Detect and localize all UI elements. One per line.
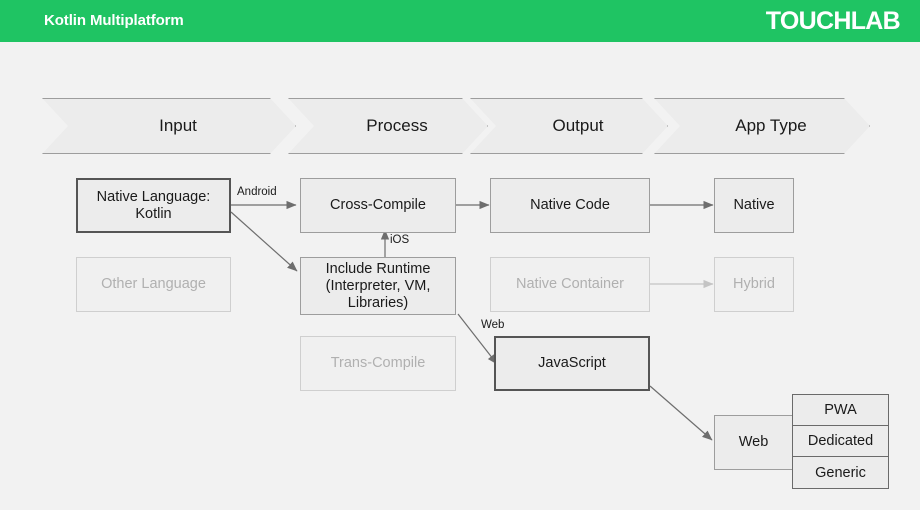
node-trans-compile-label: Trans-Compile	[330, 355, 426, 371]
edge-native-language-to-include-runtime	[230, 211, 298, 272]
node-hybrid-label: Hybrid	[733, 276, 775, 292]
page-title: Kotlin Multiplatform	[44, 12, 184, 29]
node-include-runtime[interactable]: Include Runtime (Interpreter, VM, Librar…	[300, 257, 456, 315]
edge-label-android: Android	[237, 186, 277, 198]
stage-label-output: Output	[552, 116, 604, 135]
node-native-code-label: Native Code	[530, 197, 610, 213]
stage-label-app-type: App Type	[735, 116, 807, 135]
stage-label-input: Input	[159, 116, 197, 135]
node-native-language-line2: Kotlin	[135, 205, 172, 222]
stage-label-process: Process	[366, 116, 428, 135]
node-other-language-label: Other Language	[101, 276, 206, 292]
node-native-container-label: Native Container	[516, 276, 624, 292]
web-variant-dedicated[interactable]: Dedicated	[793, 426, 888, 457]
node-include-runtime-line2: (Interpreter, VM,	[325, 277, 431, 294]
web-variant-pwa[interactable]: PWA	[793, 395, 888, 426]
stage-chevron-process: Process	[288, 98, 488, 154]
node-include-runtime-line3: Libraries)	[347, 294, 409, 311]
edge-label-web: Web	[481, 319, 505, 331]
app-header: Kotlin Multiplatform TOUCHLAB	[0, 0, 920, 42]
edge-label-ios: iOS	[390, 234, 410, 246]
web-variant-generic[interactable]: Generic	[815, 464, 866, 481]
stage-chevron-input: Input	[42, 98, 296, 154]
node-trans-compile[interactable]: Trans-Compile	[300, 336, 456, 391]
touchlab-logo: TOUCHLAB	[765, 7, 901, 35]
node-native-language-line1: Native Language:	[96, 188, 211, 205]
diagram-canvas: Input Process Output App Type Native Lan…	[0, 42, 920, 510]
node-other-language[interactable]: Other Language	[76, 257, 231, 312]
node-cross-compile-label: Cross-Compile	[330, 197, 426, 213]
node-native-container[interactable]: Native Container	[490, 257, 650, 312]
node-include-runtime-line1: Include Runtime	[325, 260, 431, 277]
node-native-label: Native	[733, 197, 775, 213]
node-native[interactable]: Native	[714, 178, 794, 233]
node-web[interactable]: Web	[714, 415, 793, 470]
node-cross-compile[interactable]: Cross-Compile	[300, 178, 456, 233]
stage-chevron-app-type: App Type	[654, 98, 870, 154]
node-javascript[interactable]: JavaScript	[494, 336, 650, 391]
edge-javascript-to-web	[649, 385, 713, 441]
node-javascript-label: JavaScript	[538, 355, 606, 371]
node-hybrid[interactable]: Hybrid	[714, 257, 794, 312]
web-variant-stack: PWA Dedicated Generic	[792, 394, 889, 489]
stage-chevron-output: Output	[470, 98, 668, 154]
node-web-label: Web	[738, 434, 769, 450]
node-native-language[interactable]: Native Language: Kotlin	[76, 178, 231, 233]
node-native-code[interactable]: Native Code	[490, 178, 650, 233]
